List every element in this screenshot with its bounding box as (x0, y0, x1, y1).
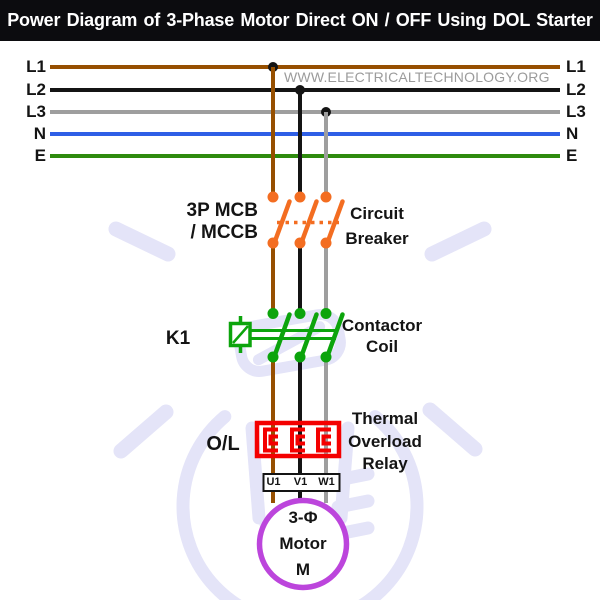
page-title: Power Diagram of 3-Phase Motor Direct ON… (7, 10, 593, 30)
breaker-desc-line1: Circuit (350, 204, 404, 223)
breaker-label-line1: 3P MCB (186, 200, 258, 221)
breaker-label: 3P MCB / MCCB (148, 200, 258, 243)
breaker-label-line2: / MCCB (190, 221, 258, 243)
bulb-ray-bottom-left (113, 404, 174, 459)
heater-inner (268, 434, 278, 446)
motor-label: 3-Φ Motor M (258, 505, 348, 583)
contactor-desc-line1: Contactor (341, 316, 423, 335)
overload-relay-symbol (254, 420, 342, 459)
contactor-desc-line2: Coil (365, 337, 399, 356)
overload-label-ol: O/L (206, 433, 240, 455)
heater-outer (263, 427, 278, 453)
heater-inner (295, 434, 305, 446)
heater-outer (316, 427, 331, 453)
terminal-label-v1: V1 (293, 476, 308, 488)
title-bar: Power Diagram of 3-Phase Motor Direct ON… (0, 0, 600, 41)
heater-inner (321, 434, 331, 446)
bus-label-n-left: N (33, 124, 46, 143)
terminal-label-u1: U1 (266, 476, 281, 488)
contactor-blade (325, 312, 345, 359)
bus-label-l1-right: L1 (566, 57, 586, 76)
contactor-description: Contactor Coil (331, 315, 433, 357)
coil-box-diagonal (232, 325, 249, 344)
contactor-symbol (228, 308, 345, 363)
motor-label-line2: Motor (279, 534, 327, 553)
overload-frame (254, 420, 342, 459)
terminal-label-w1: W1 (318, 476, 335, 488)
watermark-url-text: WWW.ELECTRICALTECHNOLOGY.ORG (284, 69, 550, 85)
bus-label-e-right: E (566, 146, 578, 165)
overload-heaters (263, 427, 331, 453)
breaker-blade (272, 199, 292, 245)
motor-label-line1: 3-Φ (288, 508, 318, 527)
bus-label-e-left: E (34, 146, 46, 165)
bus-label-n-right: N (566, 124, 579, 143)
bulb-thread-2 (331, 494, 375, 514)
motor-label-line3: M (295, 560, 311, 579)
bulb-neck-left (245, 421, 266, 525)
bus-label-l3-right: L3 (566, 102, 586, 121)
breaker-desc-line2: Breaker (345, 229, 409, 248)
overload-description: Thermal Overload Relay (334, 408, 436, 476)
overload-desc-line3: Relay (362, 454, 408, 473)
bus-label-l3-left: L3 (26, 102, 46, 121)
contactor-label-k1: K1 (165, 328, 191, 349)
bulb-ray-top-right (424, 221, 492, 262)
breaker-blade (325, 199, 345, 245)
breaker-description: Circuit Breaker (326, 201, 428, 251)
bulb-thread-1 (331, 467, 375, 487)
bus-label-l1-left: L1 (26, 57, 46, 76)
bulb-ray-bottom-right (422, 402, 483, 457)
overload-desc-line1: Thermal (351, 409, 419, 428)
bulb-glass (176, 410, 424, 600)
contactor-contact-dots (267, 308, 332, 363)
breaker-contact-dots (267, 191, 332, 249)
bus-label-l2-left: L2 (26, 80, 46, 99)
contactor-blade (299, 312, 319, 359)
phase-conductors (271, 67, 328, 503)
overload-desc-line2: Overload (348, 431, 422, 451)
bulb-ray-top-left (108, 221, 176, 262)
circuit-breaker-symbol (267, 191, 345, 249)
heater-outer (290, 427, 305, 453)
bus-label-l2-right: L2 (566, 80, 586, 99)
motor-circle (256, 497, 350, 591)
breaker-blade (299, 199, 319, 245)
light-bulb-watermark-icon (108, 221, 492, 600)
terminal-box (262, 473, 341, 492)
contactor-blade (272, 312, 292, 359)
